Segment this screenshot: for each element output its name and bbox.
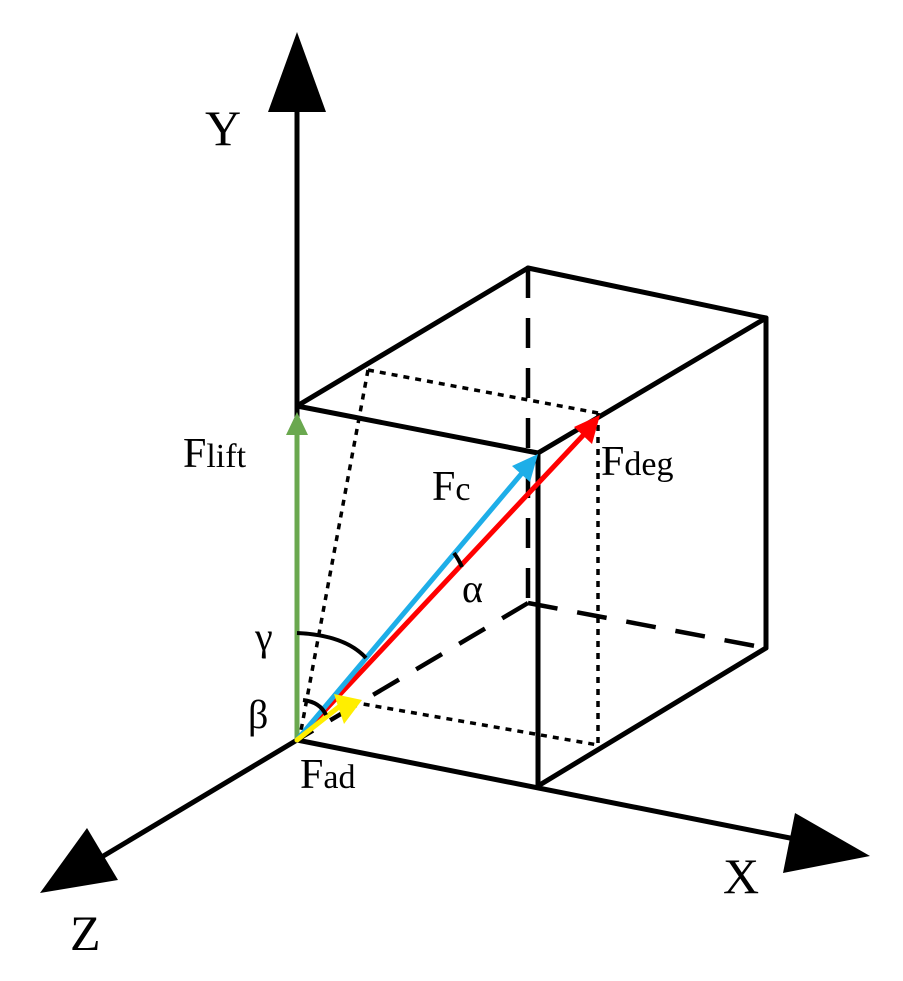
projection-lines [298, 368, 600, 747]
cube-edge-left-top [294, 265, 531, 409]
beta-label: β [248, 692, 268, 737]
z-axis-label: Z [70, 905, 101, 961]
f-lift-label-main: F [183, 431, 206, 477]
f-c-label-sub: c [455, 471, 470, 508]
cube-hidden-back-bottom [527, 600, 767, 651]
f-c-label-main: F [432, 464, 455, 510]
f-deg-label-main: F [601, 439, 624, 485]
cube-edge-right-top [535, 315, 769, 456]
y-axis-arrowhead [268, 32, 326, 112]
x-axis-line [296, 737, 801, 843]
axes [40, 32, 870, 893]
force-vectors [286, 412, 600, 743]
projection-bottom [339, 698, 599, 747]
z-axis-arrowhead [40, 828, 118, 893]
f-deg-vector [294, 425, 593, 743]
beta-arc [302, 698, 328, 716]
angle-arcs [296, 551, 464, 716]
cube-hidden-left-bottom [295, 601, 530, 742]
projection-top-left [367, 368, 599, 415]
cube-solid-edges [294, 265, 769, 789]
x-axis-label: X [723, 848, 759, 904]
gamma-arc [296, 631, 368, 660]
z-axis-line [98, 737, 299, 861]
f-ad-label-sub: ad [323, 759, 355, 796]
cube-hidden-edges [295, 268, 767, 742]
f-lift-arrowhead [286, 412, 308, 435]
f-c-arrowhead [512, 454, 538, 482]
y-axis-label: Y [205, 100, 241, 156]
f-ad-label: Fad [300, 752, 355, 798]
alpha-label: α [462, 566, 483, 611]
projection-top-front [298, 369, 370, 737]
cube-edge-front-top [294, 403, 541, 456]
gamma-label: γ [254, 614, 273, 659]
alpha-arc [452, 551, 464, 568]
f-deg-label: Fdeg [601, 439, 673, 485]
x-axis-arrowhead [783, 813, 870, 873]
f-lift-label-sub: lift [206, 438, 246, 475]
f-deg-label-sub: deg [624, 446, 673, 483]
f-c-vector [294, 463, 531, 743]
f-deg-arrowhead [574, 415, 600, 444]
f-ad-arrowhead [334, 694, 362, 724]
cube-edge-right-bottom [535, 645, 769, 789]
cube-edge-back-top [525, 265, 769, 321]
f-lift-label: Flift [183, 431, 247, 477]
f-c-label: Fc [432, 464, 470, 510]
f-ad-vector [294, 703, 343, 743]
f-ad-label-main: F [300, 752, 323, 798]
